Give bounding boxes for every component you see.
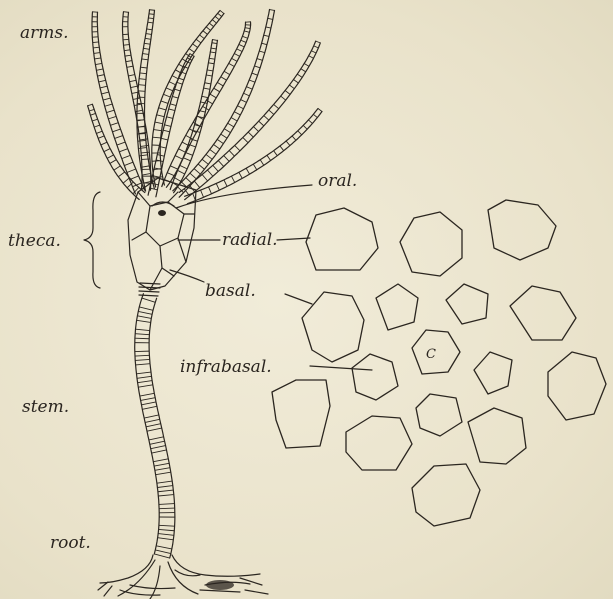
radial-plate-3 (488, 200, 556, 260)
label-theca: theca. (8, 231, 61, 251)
label-radial: radial. (222, 230, 278, 250)
basal-plate-6 (468, 408, 526, 464)
crinoid-arms (88, 10, 322, 204)
infrabasal-plate-3 (352, 354, 398, 400)
label-infrabasal: infrabasal. (180, 357, 272, 377)
label-root: root. (50, 533, 91, 553)
label-stem: stem. (22, 397, 69, 417)
plate-diagram (272, 200, 606, 526)
stem-column (135, 294, 175, 558)
basal-plate-2 (510, 286, 576, 340)
basal-plate-1 (302, 292, 364, 362)
leader-lines (170, 185, 372, 370)
arm-8 (179, 41, 320, 200)
label-arms: arms. (20, 23, 69, 43)
label-oral: oral. (318, 171, 357, 191)
radial-plate-1 (306, 208, 378, 270)
infrabasal-plate-5 (416, 394, 462, 436)
arm-7 (173, 10, 275, 198)
central-plate (412, 330, 460, 374)
arm-6 (166, 40, 217, 193)
basal-plate-3 (548, 352, 606, 420)
label-central-plate: C (426, 347, 436, 362)
crinoid-figure (84, 10, 322, 599)
infrabasal-plate-1 (376, 284, 418, 330)
arm-4 (152, 10, 224, 187)
infrabasal-plate-2 (446, 284, 488, 324)
theca-brace (84, 192, 100, 288)
label-basal: basal. (205, 281, 256, 301)
infrabasal-plate-4 (474, 352, 512, 394)
crinoid-theca (128, 178, 196, 290)
radial-plate-2 (400, 212, 462, 276)
basal-plate-5 (346, 416, 412, 470)
crinoid-root (98, 555, 268, 599)
basal-plate-7 (412, 464, 480, 526)
crinoid-stem (135, 294, 175, 558)
basal-plate-4 (272, 380, 330, 448)
